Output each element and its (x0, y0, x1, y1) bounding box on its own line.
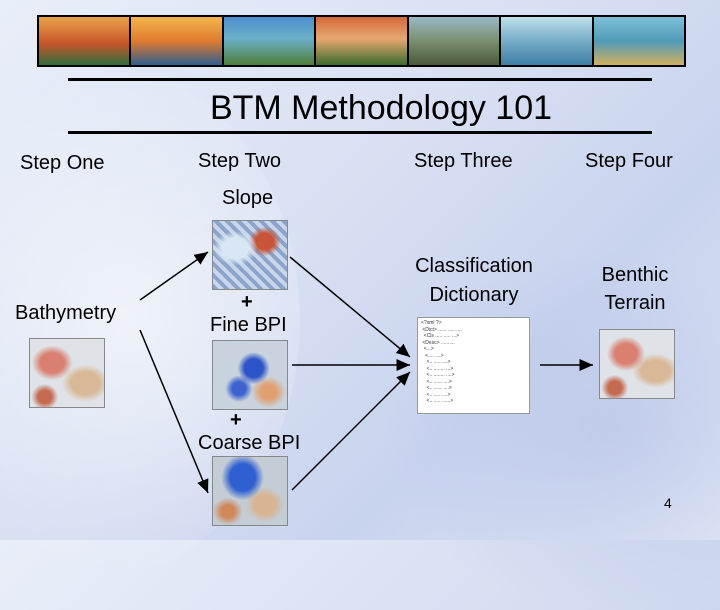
banner-panel-sunset (39, 17, 130, 65)
banner-panel-reef (593, 17, 684, 65)
classification-dictionary-line2: Dictionary (429, 284, 519, 306)
coarse-bpi-thumbnail (212, 456, 288, 526)
step-three-label: Step Three (414, 150, 513, 172)
classification-dictionary-line1: Classification (415, 255, 533, 277)
banner-panel-hills (223, 17, 315, 65)
page-number: 4 (664, 495, 672, 511)
header-banner (37, 15, 686, 67)
page-title: BTM Methodology 101 (209, 89, 553, 127)
banner-panel-island (131, 17, 222, 65)
slope-label: Slope (222, 187, 274, 209)
flow-arrows (139, 251, 593, 494)
bathymetry-thumbnail (29, 338, 105, 408)
fine-bpi-thumbnail (212, 340, 288, 410)
classification-dictionary-document: <?xml ?> <Dict> ...... ..... .... <Cls .… (417, 317, 530, 414)
arrow-slope-to-dictionary (289, 256, 411, 358)
title-rule-bottom (68, 131, 652, 134)
benthic-terrain-line2: Terrain (604, 292, 666, 314)
arrow-coarse-bpi-to-dictionary (291, 371, 411, 491)
step-one-label: Step One (20, 152, 105, 174)
bathymetry-label: Bathymetry (15, 302, 117, 324)
title-rule-top (68, 78, 652, 81)
banner-panel-palms (316, 17, 407, 65)
arrow-bathymetry-to-slope (139, 251, 209, 301)
fine-bpi-label: Fine BPI (210, 314, 287, 336)
fine-bpi-plus: + (241, 291, 253, 313)
arrow-bathymetry-to-coarse-bpi (139, 329, 209, 494)
banner-panel-boat (501, 17, 592, 65)
slope-thumbnail (212, 220, 288, 290)
step-four-label: Step Four (585, 150, 673, 172)
coarse-bpi-label: Coarse BPI (198, 432, 301, 454)
benthic-terrain-thumbnail (599, 329, 675, 399)
benthic-terrain-line1: Benthic (601, 264, 669, 286)
step-two-label: Step Two (198, 150, 282, 172)
banner-panel-shore (408, 17, 500, 65)
coarse-bpi-plus: + (230, 409, 242, 431)
